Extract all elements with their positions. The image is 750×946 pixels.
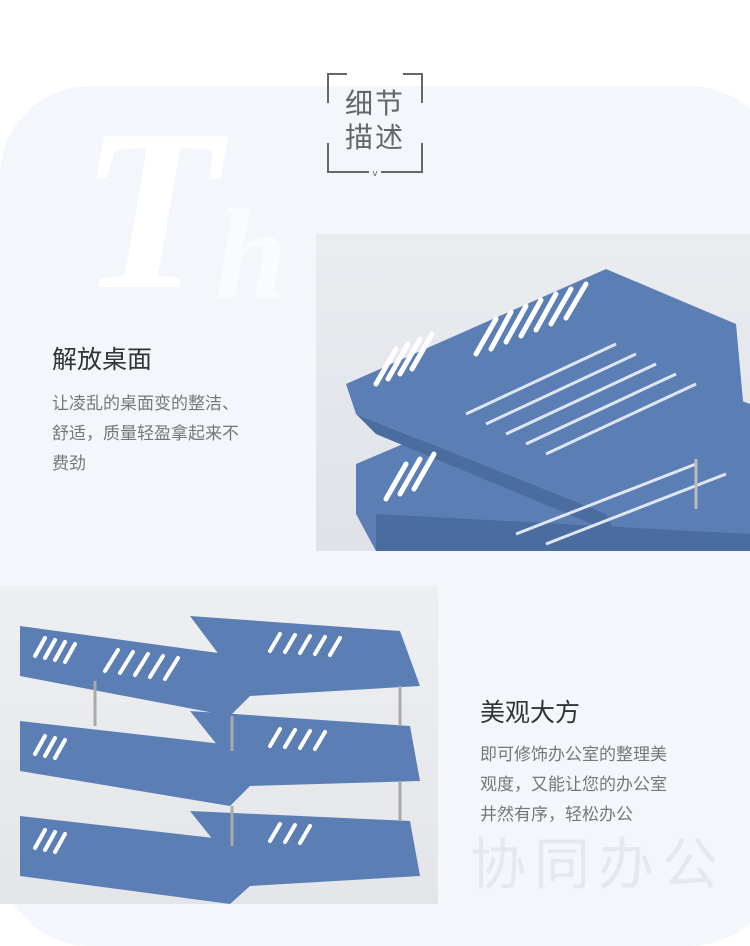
feature-description: 让凌乱的桌面变的整洁、舒适，质量轻盈拿起来不费劲 [52,394,239,474]
feature-description: 即可修饰办公室的整理美观度，又能让您的办公室井然有序，轻松办公 [480,745,667,825]
chevron-down-icon: v [372,169,378,179]
title-line: 细节 [344,87,405,120]
feature-heading: 解放桌面 [52,345,153,374]
product-photo-tray-closeup [316,234,750,551]
watermark-text: 协同办公 [470,835,726,897]
feature-heading: 美观大方 [480,698,581,727]
product-photo-three-tier-tray [0,586,438,904]
watermark-letter: h [215,183,288,327]
section-title: 细节描述 v [327,73,423,179]
title-line: 描述 [344,121,405,154]
watermark-letter: T [80,82,221,337]
